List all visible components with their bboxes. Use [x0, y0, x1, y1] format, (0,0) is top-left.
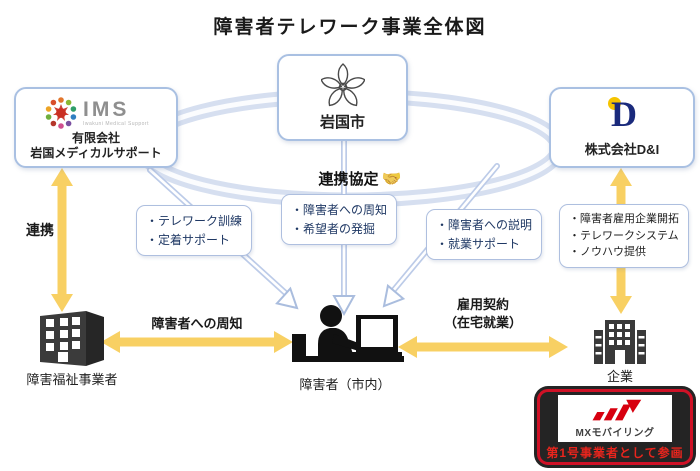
task-line: ・テレワークシステム — [569, 229, 679, 242]
hollow-arrowhead-left — [275, 286, 299, 310]
notify-arrow — [101, 331, 293, 353]
mx-badge-border — [537, 389, 693, 465]
task-box-dandi: ・障害者への説明 ・就業サポート — [426, 209, 543, 261]
node-iwakuni-city: 岩国市 — [277, 54, 408, 141]
ims-flower-icon — [45, 96, 77, 129]
city-emblem-icon — [320, 63, 365, 107]
welfare-building-icon — [40, 311, 104, 366]
notify-label: 障害者への周知 — [151, 316, 243, 331]
task-line: ・テレワーク訓練 — [146, 214, 243, 228]
teleworker-icon — [292, 305, 404, 362]
mx-logo-panel: MXモバイリング — [558, 395, 672, 442]
task-line: ・定着サポート — [146, 232, 231, 247]
dandi-logo-dot — [608, 97, 621, 110]
hollow-arrowhead-center — [332, 295, 356, 317]
ims-logo: IMS Iwakuni Medical Support — [43, 95, 149, 131]
mx-swoosh-icon — [592, 399, 642, 420]
node-dandi: D 株式会社D&I — [549, 87, 695, 168]
ims-wordmark: IMS — [83, 97, 130, 121]
city-name: 岩国市 — [319, 114, 365, 131]
mx-mobiling-badge: MXモバイリング 第1号事業者として参画 — [534, 386, 696, 468]
task-line: ・障害者雇用企業開拓 — [569, 213, 679, 225]
handshake-icon: 🤝 — [381, 170, 402, 188]
task-box-city: ・障害者への周知 ・希望者の発掘 — [281, 194, 398, 246]
welfare-provider-label: 障害福祉事業者 — [26, 372, 118, 387]
employment-arrow — [398, 336, 568, 358]
cooperation-arrow-left — [51, 168, 73, 312]
task-line: ・障害者への説明 — [436, 218, 533, 232]
dandi-company-name: 株式会社D&I — [584, 142, 660, 157]
dandi-logo-letter: D — [611, 94, 637, 134]
employment-label-line2: （在宅就業） — [443, 315, 522, 331]
node-ims: IMS Iwakuni Medical Support 有限会社 岩国メディカル… — [14, 87, 178, 168]
task-line: ・ノウハウ提供 — [569, 246, 646, 258]
ims-company-name: 岩国メディカルサポート — [30, 145, 162, 160]
task-line: ・就業サポート — [436, 236, 521, 251]
ims-company-type: 有限会社 — [71, 130, 120, 145]
partnership-agreement-text: 連携協定 — [318, 171, 379, 188]
ims-wordmark-caption: Iwakuni Medical Support — [83, 120, 149, 127]
cooperation-label: 連携 — [26, 222, 54, 238]
task-line: ・希望者の発掘 — [291, 221, 376, 236]
employment-label: 雇用契約 （在宅就業） — [408, 296, 558, 332]
mx-brand-name: MXモバイリング — [575, 427, 655, 439]
page-title: 障害者テレワーク事業全体図 — [213, 17, 487, 38]
dandi-logo-icon: D — [602, 94, 642, 137]
hollow-arrowhead-right — [382, 283, 406, 308]
company-label: 企業 — [606, 369, 633, 384]
teleworker-label: 障害者（市内） — [299, 377, 391, 392]
company-building-icon — [594, 320, 646, 364]
task-box-company: ・障害者雇用企業開拓 ・テレワークシステム ・ノウハウ提供 — [559, 204, 689, 268]
task-box-ims: ・テレワーク訓練 ・定着サポート — [136, 205, 253, 257]
mx-participation-caption: 第1号事業者として参画 — [546, 446, 684, 460]
employment-label-line1: 雇用契約 — [456, 297, 509, 312]
task-line: ・障害者への周知 — [291, 203, 388, 217]
partnership-agreement-label: 連携協定 🤝 — [290, 168, 430, 189]
